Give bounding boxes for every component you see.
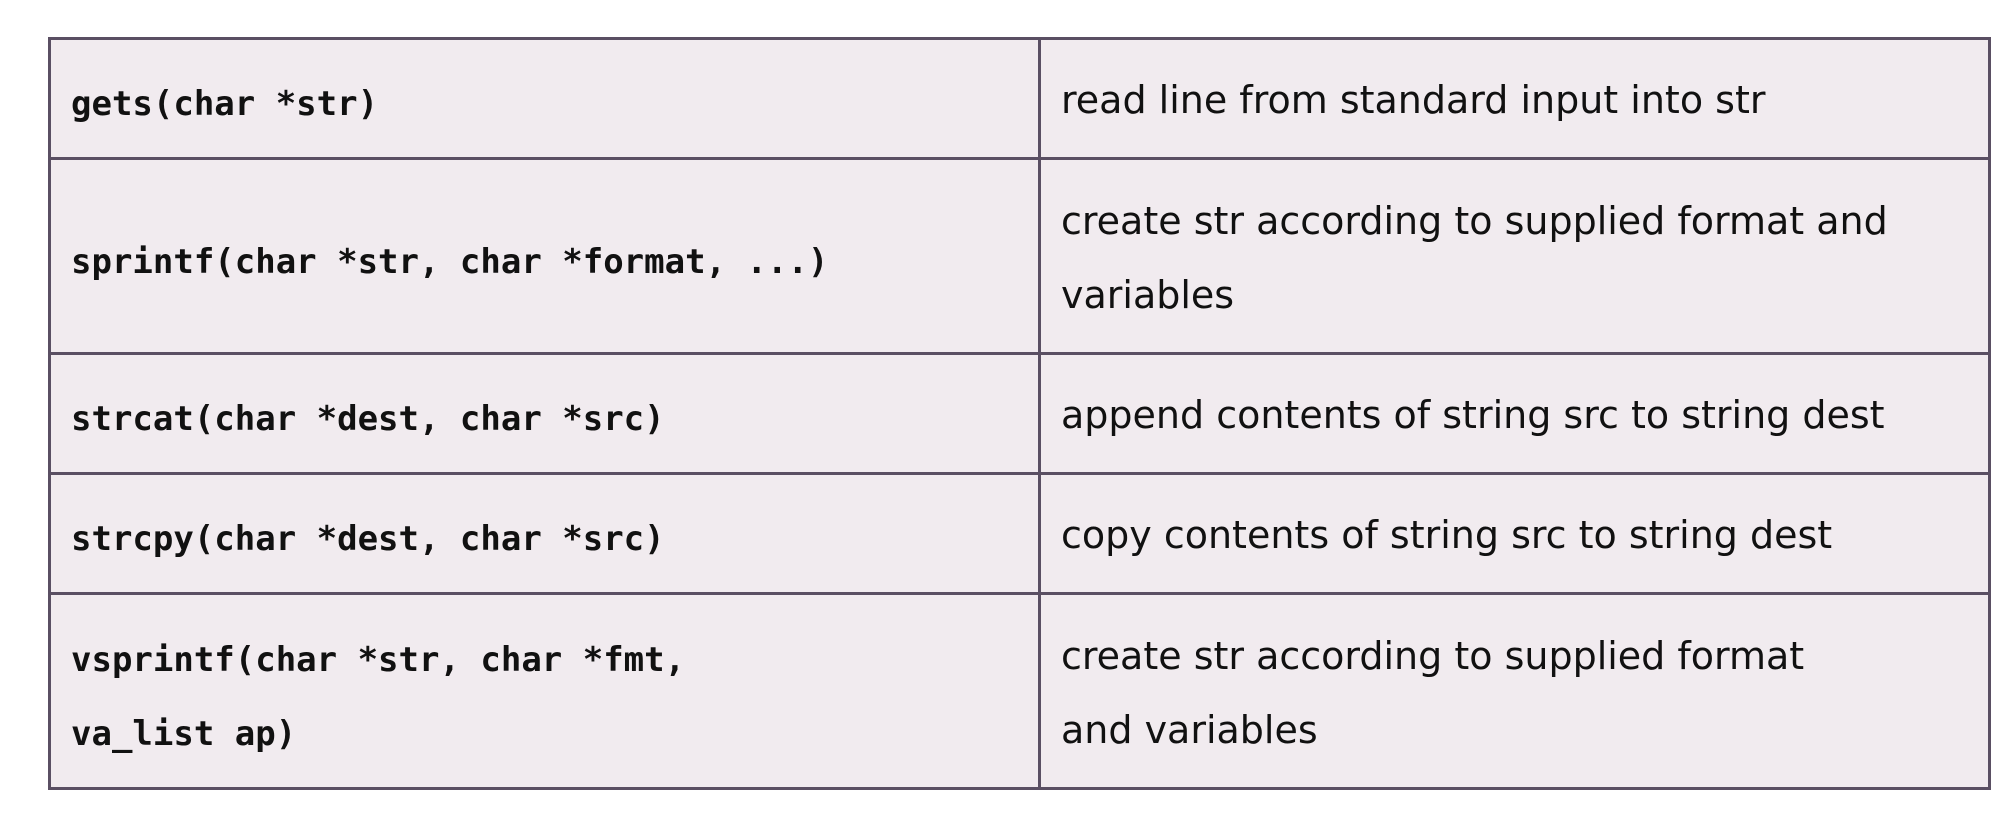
function-description: copy contents of string src to string de… [1038, 471, 1991, 595]
string-functions-table: gets(char *str) read line from standard … [48, 37, 1991, 791]
function-signature: vsprintf(char *str, char *fmt, va_list a… [48, 591, 1041, 791]
function-signature: strcat(char *dest, char *src) [48, 352, 1041, 475]
function-signature: strcpy(char *dest, char *src) [48, 471, 1041, 595]
table-row: strcat(char *dest, char *src) append con… [48, 352, 1991, 475]
table-row: strcpy(char *dest, char *src) copy conte… [48, 471, 1991, 595]
function-description: append contents of string src to string … [1038, 352, 1991, 475]
function-signature: gets(char *str) [48, 37, 1041, 160]
function-signature: sprintf(char *str, char *format, ...) [48, 156, 1041, 356]
table-row: gets(char *str) read line from standard … [48, 37, 1991, 160]
function-description: read line from standard input into str [1038, 37, 1991, 160]
function-description: create str according to supplied format … [1038, 156, 1991, 356]
function-description: create str according to supplied format … [1038, 591, 1991, 791]
table-row: sprintf(char *str, char *format, ...) cr… [48, 156, 1991, 356]
table-row: vsprintf(char *str, char *fmt, va_list a… [48, 591, 1991, 791]
